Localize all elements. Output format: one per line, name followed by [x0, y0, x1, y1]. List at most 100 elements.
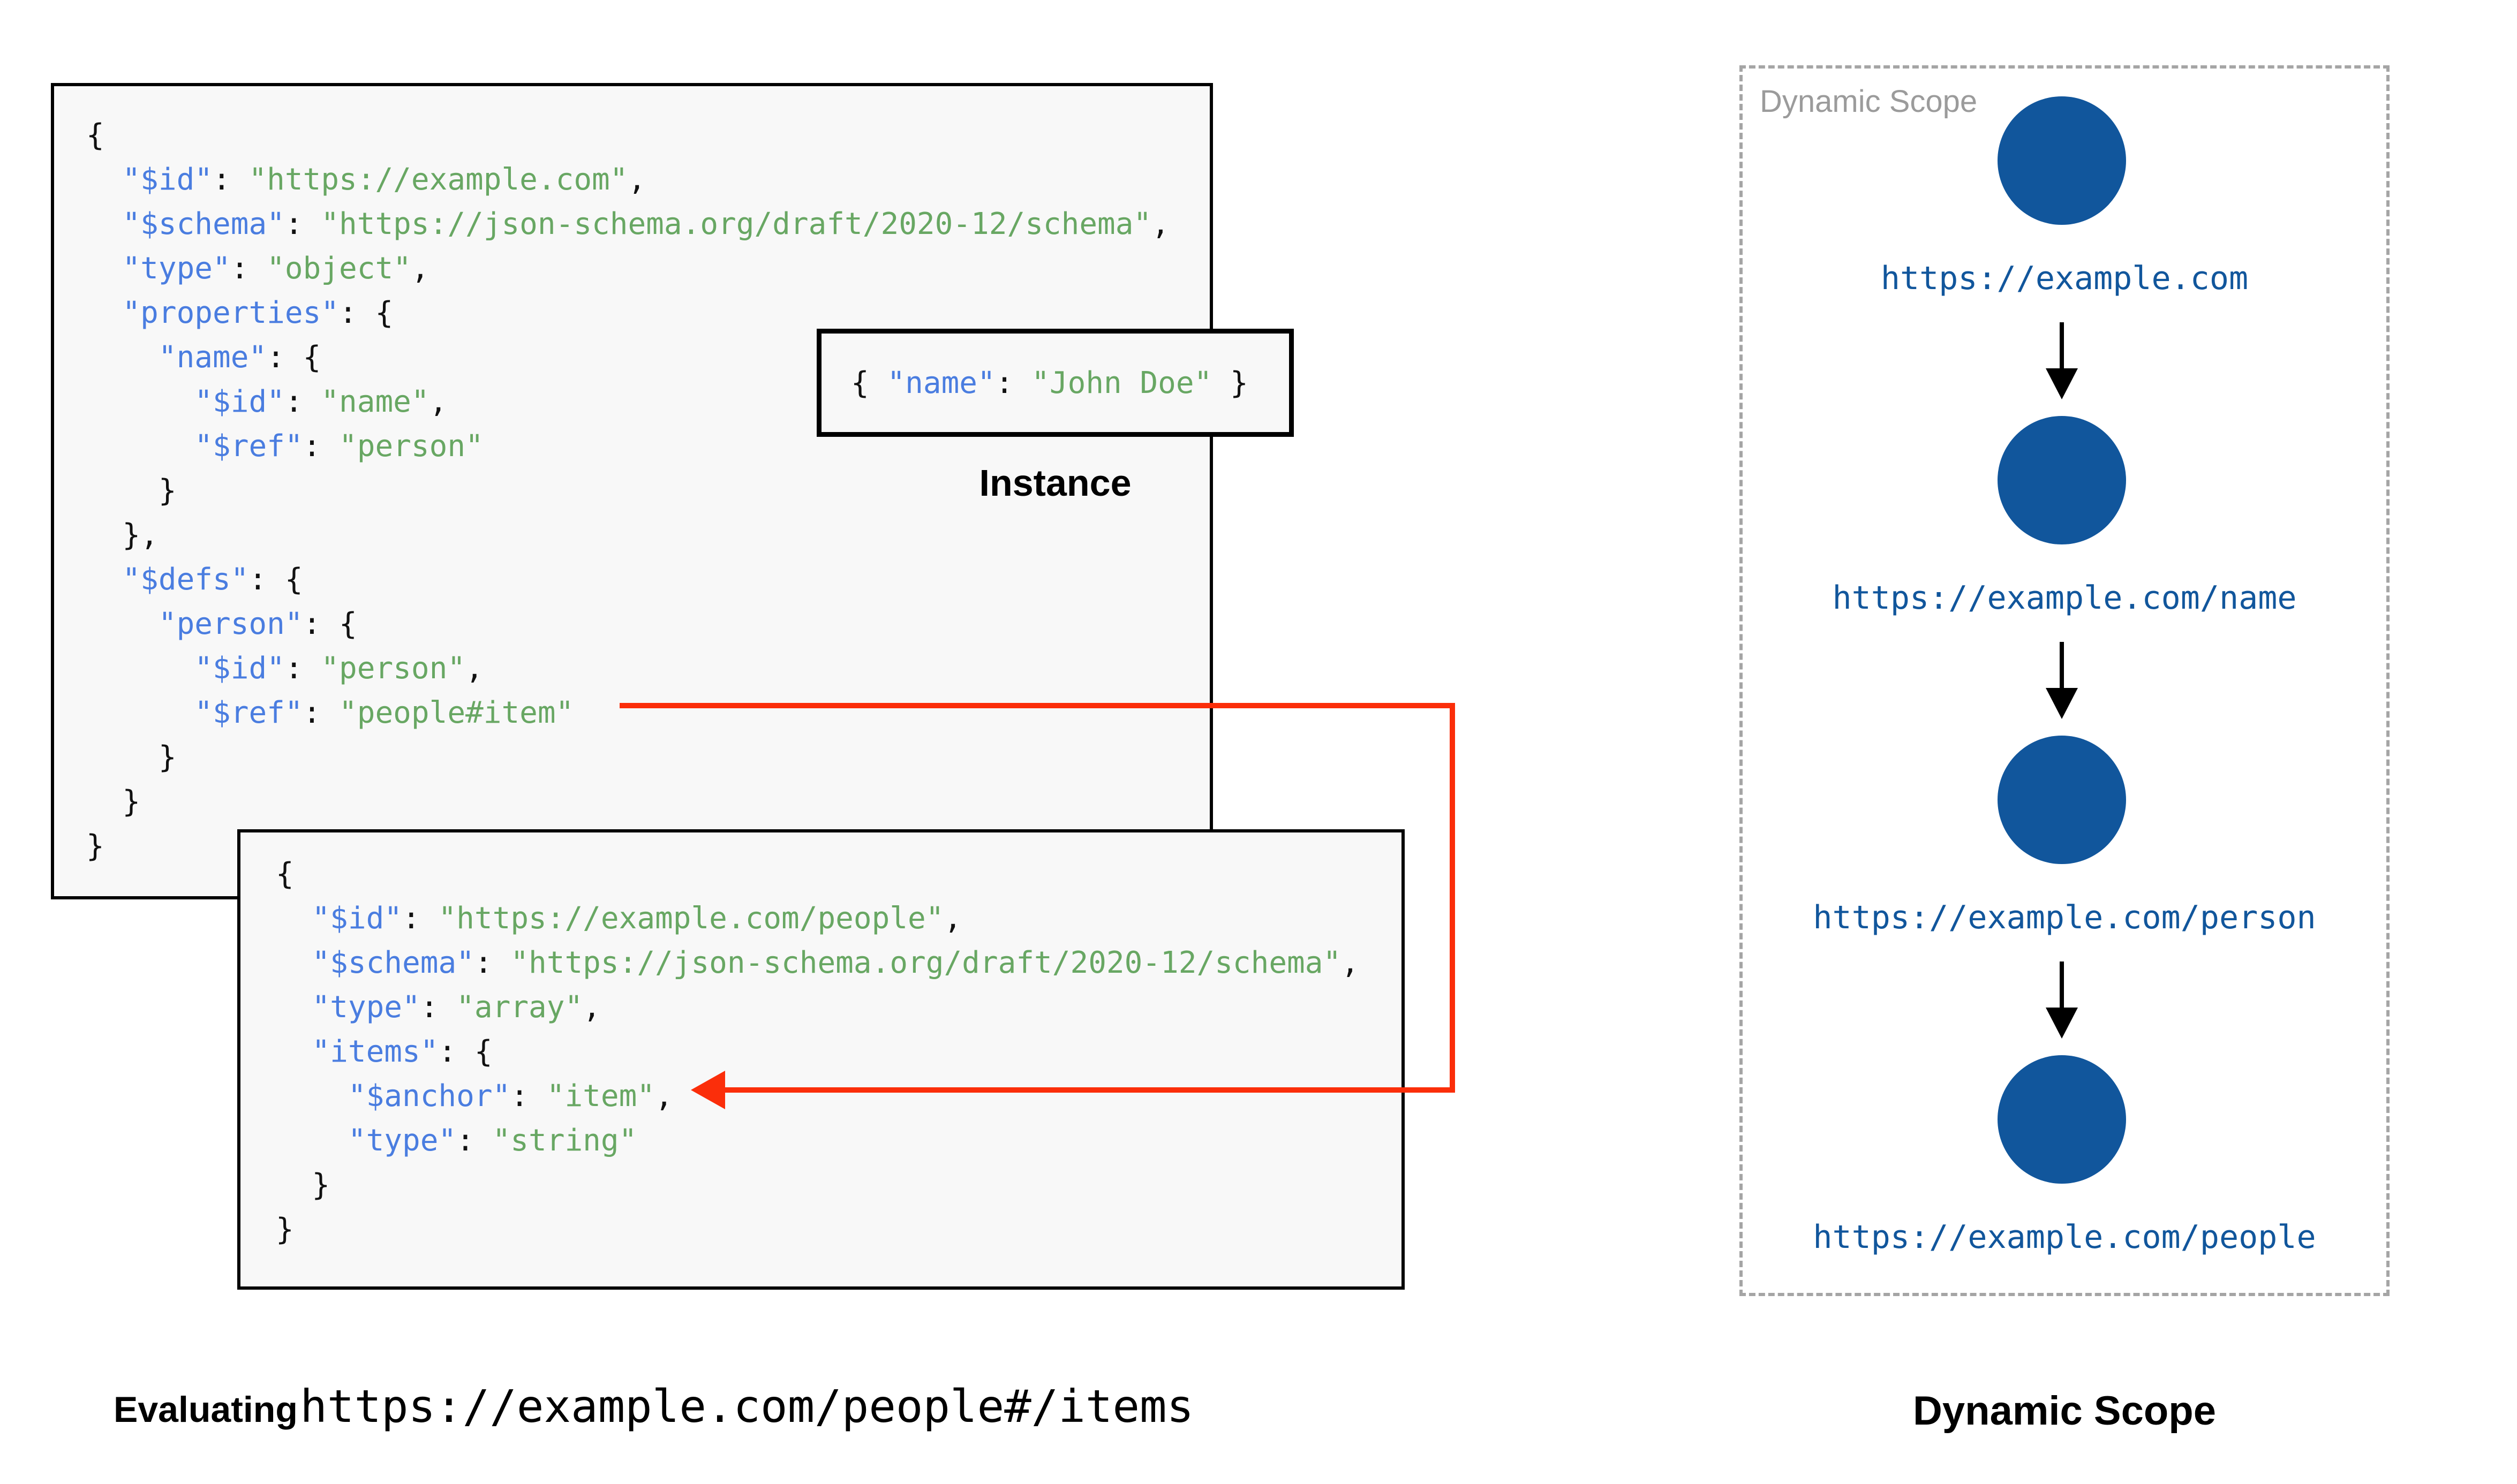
ref-connector-segment-bottom	[724, 1087, 1455, 1093]
json-punctuation: }	[86, 784, 141, 819]
json-key: "$schema"	[122, 207, 285, 241]
json-punctuation: : {	[438, 1034, 493, 1069]
json-punctuation	[276, 945, 312, 980]
json-punctuation: ,	[655, 1079, 673, 1114]
json-key: "person"	[158, 607, 303, 641]
code-line: "$id": "https://example.com",	[86, 157, 1210, 202]
code-line: "$schema": "https://json-schema.org/draf…	[276, 941, 1401, 985]
ref-connector-segment-vertical	[1450, 703, 1455, 1093]
scope-node-uri: https://example.com/people	[1813, 1218, 2316, 1256]
code-line: "type": "string"	[276, 1118, 1401, 1163]
json-string: "item"	[546, 1079, 655, 1114]
json-string: "John Doe"	[1031, 365, 1212, 400]
down-arrow-icon	[2060, 322, 2064, 368]
code-line: "$schema": "https://json-schema.org/draf…	[86, 202, 1210, 246]
red-left-arrowhead-icon	[691, 1071, 725, 1109]
json-punctuation: :	[303, 695, 340, 730]
down-arrow-icon	[2060, 642, 2064, 688]
json-punctuation	[276, 1079, 348, 1114]
people-schema-code-block: { "$id": "https://example.com/people", "…	[237, 829, 1405, 1290]
json-punctuation: :	[213, 162, 249, 197]
down-arrowhead-icon	[2046, 1008, 2078, 1039]
code-line: "name": {	[86, 335, 1210, 380]
code-line: "type": "object",	[86, 246, 1210, 291]
code-line: },	[86, 513, 1210, 557]
code-line: {	[276, 852, 1401, 896]
json-punctuation: }	[276, 1212, 294, 1247]
json-punctuation: :	[474, 945, 511, 980]
code-line: }	[86, 779, 1210, 824]
json-punctuation: : {	[267, 340, 321, 375]
json-key: "$id"	[194, 384, 285, 419]
scope-node-uri: https://example.com	[1880, 260, 2249, 297]
code-line: "$ref": "person"	[86, 424, 1210, 468]
dynamic-scope-panel	[1739, 65, 2390, 1296]
json-punctuation	[276, 901, 312, 936]
code-line: {	[86, 113, 1210, 157]
code-line: }	[276, 1207, 1401, 1252]
json-punctuation: {	[86, 118, 104, 153]
json-punctuation	[86, 607, 159, 641]
json-punctuation: ,	[628, 162, 646, 197]
json-punctuation: ,	[1341, 945, 1359, 980]
instance-code: { "name": "John Doe" }	[851, 366, 1248, 400]
json-punctuation: : {	[248, 562, 303, 597]
root-schema-code-block: { "$id": "https://example.com", "$schema…	[51, 83, 1213, 899]
instance-code-box: { "name": "John Doe" }	[817, 329, 1294, 437]
code-line: }	[86, 468, 1210, 513]
dynamic-scope-panel-label: Dynamic Scope	[1760, 84, 1978, 119]
json-key: "$defs"	[122, 562, 249, 597]
json-punctuation	[86, 562, 122, 597]
json-punctuation: :	[420, 990, 457, 1025]
evaluating-caption-uri: https://example.com/people#/items	[300, 1380, 1194, 1433]
instance-caption: Instance	[979, 462, 1132, 504]
json-string: "name"	[321, 384, 429, 419]
json-key: "$ref"	[194, 695, 303, 730]
scope-node-uri: https://example.com/name	[1832, 579, 2297, 617]
json-punctuation	[86, 384, 194, 419]
json-punctuation: ,	[1151, 207, 1170, 241]
code-line: "$id": "https://example.com/people",	[276, 896, 1401, 941]
json-key: "type"	[348, 1123, 457, 1158]
json-key: "properties"	[122, 296, 340, 330]
json-key: "$ref"	[194, 429, 303, 464]
json-punctuation: :	[284, 651, 321, 686]
ref-connector-segment-top	[620, 703, 1455, 708]
scope-node-circle	[1998, 736, 2126, 864]
json-punctuation: :	[995, 365, 1032, 400]
code-line: }	[276, 1163, 1401, 1207]
json-punctuation	[86, 340, 159, 375]
json-string: "https://json-schema.org/draft/2020-12/s…	[510, 945, 1342, 980]
json-punctuation: :	[284, 384, 321, 419]
json-punctuation: :	[284, 207, 321, 241]
json-punctuation: ,	[411, 251, 429, 286]
json-key: "$anchor"	[348, 1079, 511, 1114]
json-key: "items"	[312, 1034, 439, 1069]
json-punctuation: }	[86, 473, 177, 508]
json-punctuation: }	[276, 1168, 330, 1202]
code-line: }	[86, 735, 1210, 779]
code-line: "$ref": "people#item"	[86, 691, 1210, 735]
json-punctuation	[86, 251, 122, 286]
json-punctuation	[86, 429, 194, 464]
code-line: "$defs": {	[86, 557, 1210, 602]
json-key: "name"	[887, 365, 996, 400]
scope-node-circle	[1998, 96, 2126, 225]
json-punctuation: ,	[429, 384, 448, 419]
json-punctuation	[86, 651, 194, 686]
json-punctuation: {	[851, 365, 887, 400]
json-punctuation	[276, 1034, 312, 1069]
scope-node-circle	[1998, 416, 2126, 544]
scope-node-uri: https://example.com/person	[1813, 899, 2316, 936]
code-line: "items": {	[276, 1029, 1401, 1074]
json-punctuation: :	[456, 1123, 493, 1158]
json-key: "$id"	[312, 901, 403, 936]
json-punctuation: }	[86, 740, 177, 775]
code-line: "$id": "name",	[86, 380, 1210, 424]
json-punctuation: : {	[303, 607, 357, 641]
dynamic-scope-caption: Dynamic Scope	[1913, 1388, 2216, 1434]
json-punctuation: :	[303, 429, 340, 464]
scope-node-circle	[1998, 1055, 2126, 1184]
json-punctuation	[276, 1123, 348, 1158]
